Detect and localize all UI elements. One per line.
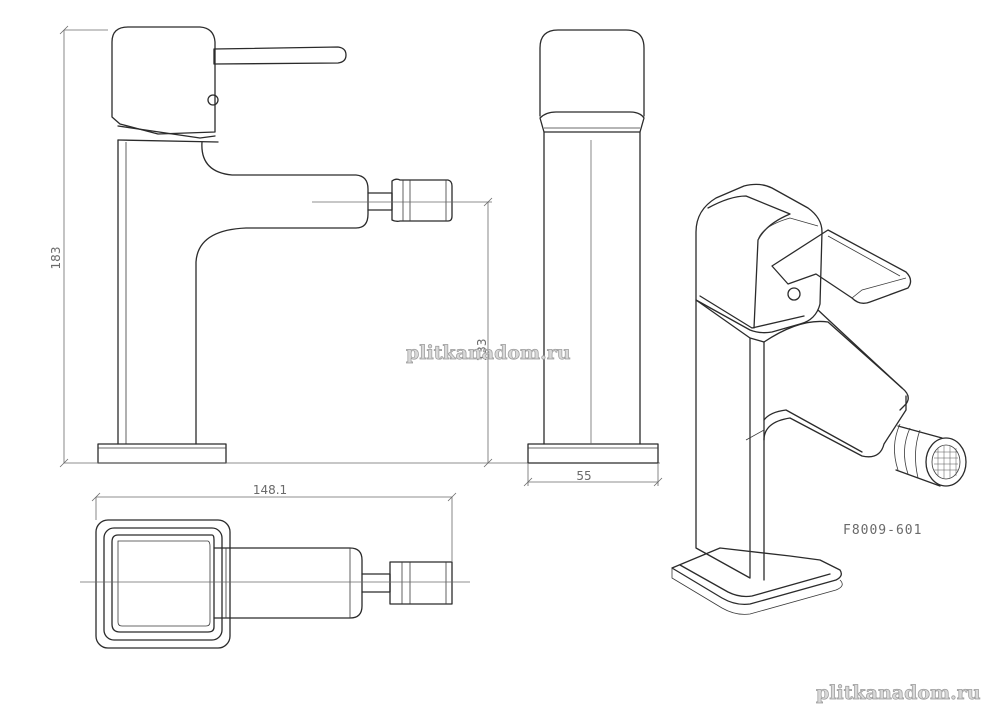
- watermark-center: plitkanadom.ru: [406, 342, 571, 364]
- dimension-183-label: 183: [49, 247, 63, 270]
- front-view: [97, 26, 453, 464]
- dimension-overall-length: 148.1: [91, 483, 457, 562]
- dimension-spout-height: 133: [475, 197, 493, 468]
- isometric-view: [671, 183, 967, 615]
- dimension-base-width: 55: [523, 463, 663, 487]
- dimension-55-label: 55: [576, 469, 591, 483]
- watermark-bottom-right: plitkanadom.ru: [816, 682, 981, 704]
- aerator-mesh: [934, 446, 958, 478]
- model-code-label: F8009-601: [843, 523, 922, 538]
- top-view: [80, 519, 470, 649]
- dimension-overall-height: 183: [49, 25, 660, 468]
- side-view: [527, 29, 659, 464]
- dimension-148-1-label: 148.1: [253, 483, 287, 497]
- dimension-133-label: 133: [475, 339, 489, 362]
